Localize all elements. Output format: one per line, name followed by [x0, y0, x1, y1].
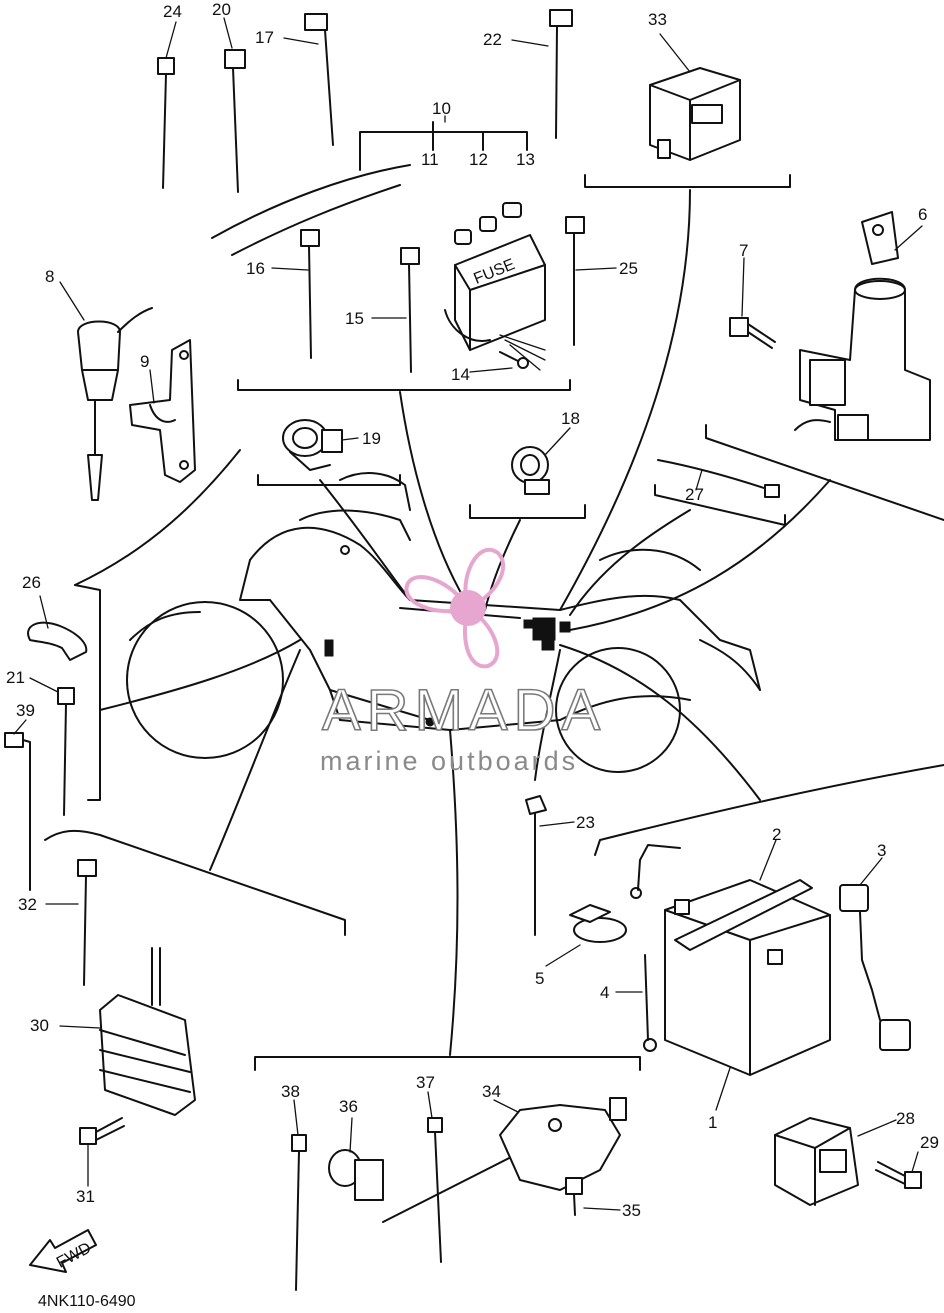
callout-5: 5: [535, 969, 544, 988]
cable-3: [839, 884, 911, 1051]
callout-16: 16: [246, 259, 265, 278]
callout-18: 18: [561, 409, 580, 428]
motorcycle-outline: [126, 472, 761, 773]
watermark-brand: ARMADA: [322, 678, 606, 743]
callout-8: 8: [45, 267, 54, 286]
callout-35: 35: [622, 1201, 641, 1220]
bolt-7: [729, 317, 776, 349]
callout-22: 22: [483, 30, 502, 49]
fuse-box: FUSE: [444, 202, 546, 371]
relay-28: [774, 1117, 859, 1206]
callout-28: 28: [896, 1109, 915, 1128]
callout-34: 34: [482, 1082, 501, 1101]
band-24: [157, 57, 175, 189]
callout-26: 26: [22, 573, 41, 592]
band-22: [549, 9, 573, 139]
fwd-arrow-icon: FWD: [29, 1229, 97, 1273]
clamp-18: [511, 446, 550, 495]
band-25: [565, 216, 585, 346]
callout-13: 13: [516, 150, 535, 169]
callout-19: 19: [362, 429, 381, 448]
band-2: [674, 879, 813, 951]
callout-29: 29: [920, 1133, 939, 1152]
callout-14: 14: [451, 365, 470, 384]
callout-20: 20: [212, 0, 231, 19]
callout-4: 4: [600, 983, 609, 1002]
band-27: [657, 459, 780, 498]
clamp-19: [282, 419, 343, 471]
band-15: [400, 247, 420, 373]
callout-36: 36: [339, 1097, 358, 1116]
callout-25: 25: [619, 259, 638, 278]
bracket-9: [129, 339, 196, 483]
band-32: [77, 859, 97, 986]
watermark: ARMADA marine outboards: [320, 547, 606, 776]
clamp-26: [27, 621, 88, 661]
sensor-34: [382, 1097, 627, 1223]
callout-39: 39: [16, 701, 35, 720]
callout-24: 24: [163, 2, 182, 21]
band-21: [57, 687, 75, 816]
bolt-35: [565, 1177, 583, 1216]
bolt-29: [875, 1161, 922, 1189]
ignition-switch-6: [794, 211, 931, 441]
callout-2: 2: [772, 825, 781, 844]
rectifier-30: [99, 947, 196, 1116]
callout-21: 21: [6, 668, 25, 687]
callout-38: 38: [281, 1082, 300, 1101]
band-38: [291, 1134, 307, 1291]
callout-7: 7: [739, 241, 748, 260]
group-boundaries: [44, 121, 944, 1071]
clamp-5: [569, 904, 627, 943]
relay-33: [649, 67, 741, 161]
callout-23: 23: [576, 813, 595, 832]
lead-4: [630, 844, 681, 1052]
callout-32: 32: [18, 895, 37, 914]
bolt-31: [79, 1117, 125, 1145]
band-20: [224, 49, 246, 193]
callout-9: 9: [140, 352, 149, 371]
callout-6: 6: [918, 205, 927, 224]
wiring-junction: [324, 617, 571, 657]
propeller-logo-icon: [404, 547, 506, 669]
callout-1: 1: [708, 1113, 717, 1132]
callout-17: 17: [255, 28, 274, 47]
callout-15: 15: [345, 309, 364, 328]
callout-31: 31: [76, 1187, 95, 1206]
clamp-36: [328, 1149, 384, 1201]
band-16: [300, 229, 320, 359]
band-17: [304, 13, 334, 146]
callout-11: 11: [421, 150, 439, 169]
switch-8: [77, 307, 153, 501]
callout-numbers: 1 2 3 4 5 6 7 8 9 10 11 12 13 14 15 16 1…: [6, 0, 939, 1220]
band-37: [427, 1117, 443, 1263]
callout-30: 30: [30, 1016, 49, 1035]
band-23: [525, 795, 547, 936]
callout-3: 3: [877, 841, 886, 860]
callout-37: 37: [416, 1073, 435, 1092]
callout-12: 12: [469, 150, 488, 169]
leader-lines: [74, 189, 831, 1056]
callout-27: 27: [685, 485, 704, 504]
band-39: [4, 732, 31, 891]
part-code: 4NK110-6490: [38, 1293, 136, 1308]
watermark-tagline: marine outboards: [320, 746, 578, 776]
callout-leaders: [13, 17, 923, 1211]
callout-33: 33: [648, 10, 667, 29]
callout-10: 10: [432, 99, 451, 118]
